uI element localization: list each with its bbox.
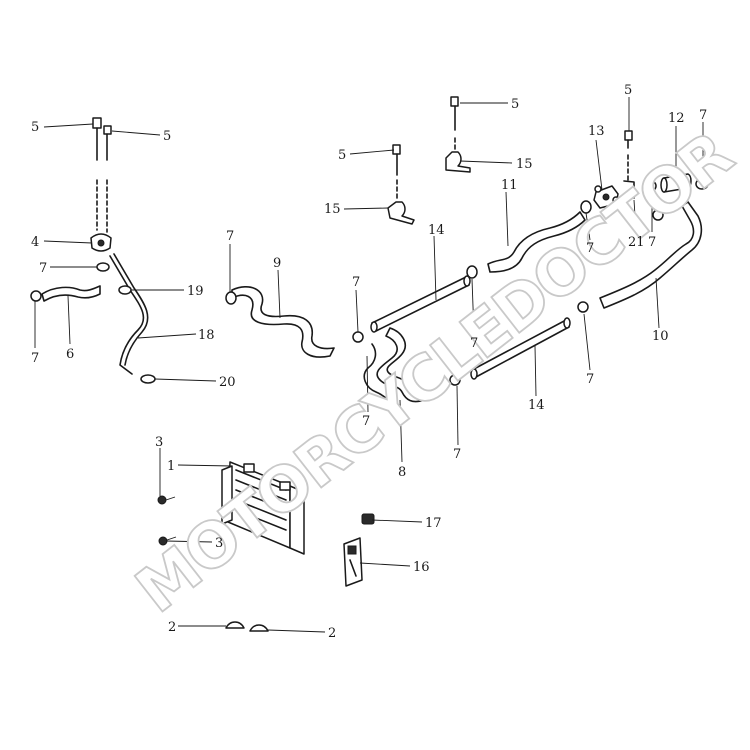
short-hose-12 [660,173,692,193]
callout-17: 17 [425,516,442,531]
bolt-thermostat [624,130,633,181]
callout-7-hose8-top: 7 [352,275,360,290]
callout-13: 13 [588,124,605,139]
callout-5-bracket-upper: 5 [511,97,519,112]
callout-18: 18 [198,328,215,343]
grommet-2-right [249,624,269,632]
bracket-16 [343,537,363,587]
clamp-top-right [695,178,709,190]
callout-1: 1 [167,459,175,474]
clamp-hose10 [652,209,664,221]
callout-5-thermostat: 5 [624,83,632,98]
callout-8: 8 [398,465,406,480]
callout-15-lower: 15 [324,202,341,217]
callout-5-bracket-lower: 5 [338,148,346,163]
callout-10: 10 [652,329,669,344]
bracket-15-upper [445,151,471,173]
reservoir-cap [90,233,112,252]
clamp-pipe14-right [577,301,589,313]
callout-4: 4 [31,235,39,250]
callout-7-top-right: 7 [699,108,707,123]
clamp-hose11 [466,265,478,279]
bolt-left-2 [103,125,112,233]
hose-6 [41,285,101,302]
clamp-hose9 [225,291,237,305]
bracket-15-lower [387,201,415,225]
screw-3-upper [157,495,176,505]
callout-19: 19 [187,284,204,299]
callout-15-upper: 15 [516,157,533,172]
cap-17 [361,513,375,525]
callout-2-right: 2 [328,626,336,641]
clamp-pipe14-lower [449,374,461,386]
pipe-14-lower [470,317,571,380]
bolt-bracket-lower [392,144,401,199]
callout-5-left: 5 [31,120,39,135]
callout-7-hose8: 7 [362,414,370,429]
callout-6: 6 [66,347,74,362]
clamp-20 [140,374,156,384]
callout-14-lower: 14 [528,398,545,413]
callout-11: 11 [501,178,518,193]
clamp-hose6 [30,290,42,302]
hose-8 [376,327,429,403]
fitting-21 [623,180,635,199]
pipe-14-upper [370,275,471,333]
clamp-hose8 [352,331,364,343]
callout-21: 21 [628,235,645,250]
callout-7-cap: 7 [39,261,47,276]
callout-3-lower: 3 [215,536,223,551]
radiator-1 [221,461,305,555]
bolt-bracket-upper [450,96,459,153]
callout-7-hose6: 7 [31,351,39,366]
callout-14-upper: 14 [428,223,445,238]
callout-9: 9 [273,256,281,271]
hose-10 [599,201,703,309]
bolt-left-1 [92,117,102,231]
hose-11 [487,211,586,273]
callout-7-pipe14-right: 7 [586,372,594,387]
clamp-19 [118,285,132,295]
callout-7-pipe14-lower: 7 [453,447,461,462]
callout-labels: 5 5 4 7 7 6 19 18 20 7 9 7 7 8 14 5 15 5… [31,83,707,641]
thermostat-housing-13 [593,185,620,209]
grommet-2-left [225,621,245,629]
callout-7-hose9: 7 [226,229,234,244]
clamp-12 [645,180,657,192]
callout-5-left-2: 5 [163,129,171,144]
callout-7-pipe14-upper: 7 [470,336,478,351]
callout-7-hose10: 7 [648,235,656,250]
callout-16: 16 [413,560,430,575]
callout-12: 12 [668,111,685,126]
callout-2-left: 2 [168,620,176,635]
clamp-cap [96,262,110,272]
leader-lines [34,97,704,633]
hose-9 [231,286,335,358]
overflow-hose-18 [109,255,145,375]
callout-7-hose11: 7 [586,241,594,256]
callout-20: 20 [219,375,236,390]
callout-3-upper: 3 [155,435,163,450]
